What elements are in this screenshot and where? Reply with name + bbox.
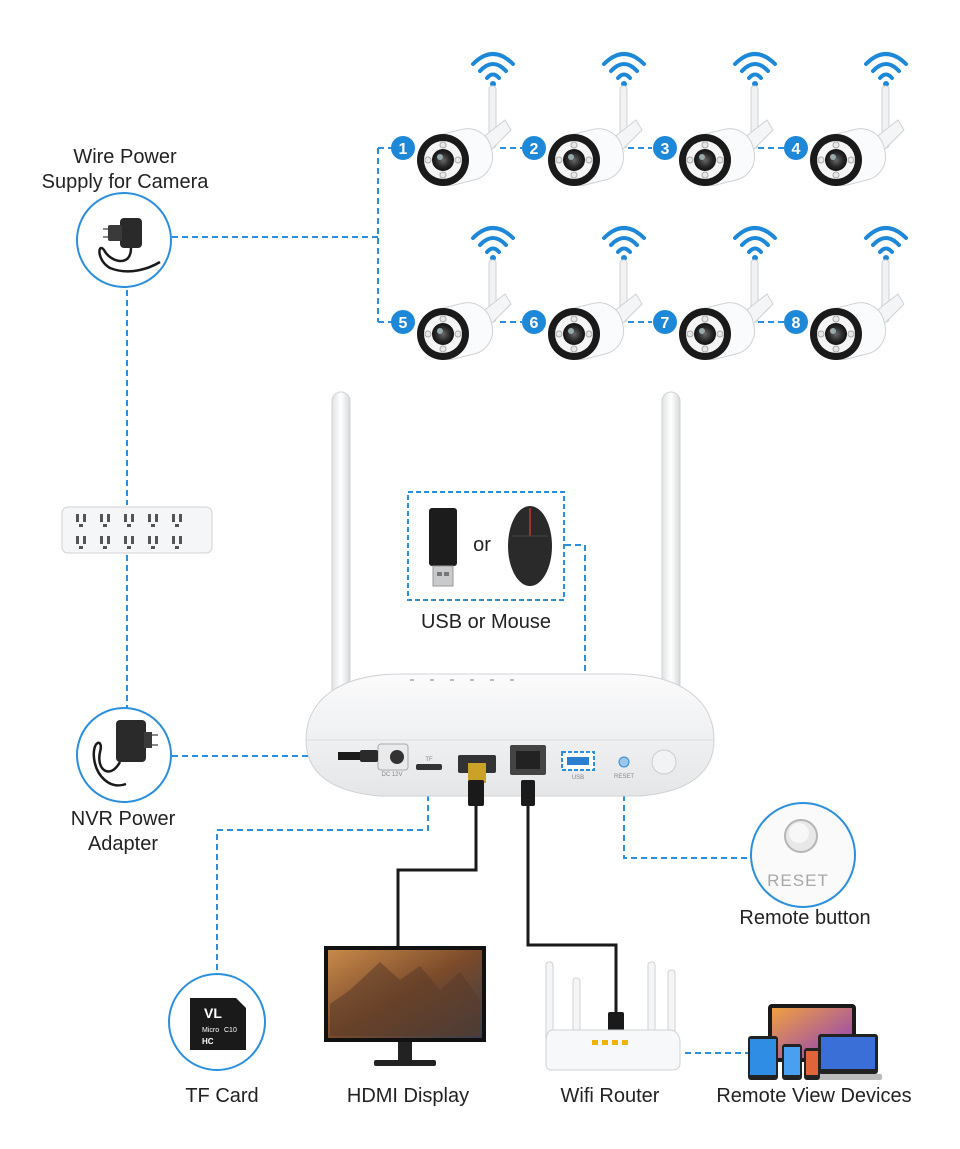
camera-7: 7 — [653, 226, 777, 360]
power-socket — [124, 514, 134, 527]
hdmi-port — [458, 755, 496, 783]
power-socket — [100, 536, 110, 549]
wire-power-label-line1: Wire Power — [73, 146, 177, 168]
remote-view-devices — [748, 1004, 882, 1080]
nvr-power-label-line2: Adapter — [87, 833, 159, 855]
usb-stick-icon — [429, 508, 457, 587]
camera-1: 1 — [391, 52, 515, 186]
wifi-icon — [471, 52, 515, 87]
power-socket — [172, 536, 182, 549]
tf-card-slot — [416, 764, 442, 770]
camera-number-badge: 7 — [653, 310, 677, 334]
camera-number: 4 — [792, 141, 801, 158]
camera-number: 2 — [530, 141, 539, 158]
camera-number: 1 — [399, 141, 408, 158]
camera-number-badge: 6 — [522, 310, 546, 334]
dashed-connections — [126, 147, 784, 1054]
cables — [396, 784, 618, 1022]
reset-line — [623, 775, 752, 859]
wifi-icon — [733, 52, 777, 87]
power-socket — [148, 536, 158, 549]
dc-power-port — [338, 743, 409, 771]
power-socket — [76, 514, 86, 527]
reset-text: RESET — [767, 871, 829, 890]
tf-card-label: TF Card — [185, 1085, 259, 1107]
wifi-icon — [602, 52, 646, 87]
reset-hole — [618, 756, 630, 768]
wifi-router-label: Wifi Router — [560, 1085, 660, 1107]
power-socket — [172, 514, 182, 527]
tf-card-line — [216, 775, 429, 975]
wifi-icon — [733, 226, 777, 261]
usb-line — [565, 544, 586, 752]
nvr-power-adapter-circle — [76, 707, 172, 803]
hdmi-cable — [396, 784, 478, 950]
power-plug-icon — [98, 218, 161, 273]
reset-port-label: RESET — [614, 774, 634, 780]
camera-number: 8 — [792, 315, 801, 332]
camera-2: 2 — [522, 52, 646, 186]
ethernet-cable — [526, 784, 618, 1022]
camera-8: 8 — [784, 226, 908, 360]
wifi-icon — [602, 226, 646, 261]
camera-6: 6 — [522, 226, 646, 360]
usb-port-label: USB — [572, 775, 584, 781]
tf-port-label: TF — [425, 757, 433, 763]
remote-button-circle — [750, 802, 856, 908]
nvr-recorder — [305, 673, 715, 797]
camera-number-badge: 3 — [653, 136, 677, 160]
wire-power-label-line2: Supply for Camera — [41, 171, 209, 193]
power-strip — [61, 506, 213, 554]
hdmi-monitor — [324, 946, 486, 1066]
wifi-icon — [864, 52, 908, 87]
tf-card-circle — [168, 973, 266, 1071]
camera-number-badge: 4 — [784, 136, 808, 160]
wifi-router — [545, 961, 681, 1071]
camera-number-badge: 5 — [391, 310, 415, 334]
camera-number-badge: 1 — [391, 136, 415, 160]
nvr-power-label: NVR Power Adapter — [48, 807, 198, 857]
dc-port-label: DC 12V — [381, 772, 402, 778]
power-socket — [76, 536, 86, 549]
mouse-icon — [508, 506, 552, 586]
nvr-antennas — [331, 391, 681, 723]
wire-power-supply-circle — [76, 192, 172, 288]
tf-card-brand: VL — [204, 1005, 222, 1021]
remote-view-devices-label: Remote View Devices — [716, 1085, 912, 1107]
hdmi-display-label: HDMI Display — [346, 1085, 470, 1107]
camera-3: 3 — [653, 52, 777, 186]
camera-number: 6 — [530, 315, 539, 332]
camera-number-badge: 8 — [784, 310, 808, 334]
power-socket — [148, 514, 158, 527]
tf-card-class: C10 — [224, 1027, 237, 1034]
lan-port — [510, 745, 546, 775]
power-adapter-icon — [92, 720, 158, 787]
wire-power-label: Wire Power Supply for Camera — [30, 145, 220, 195]
camera-number: 3 — [661, 141, 670, 158]
or-label: or — [473, 534, 491, 556]
camera-grid: 1 2 3 4 5 6 7 8 — [391, 52, 908, 360]
camera-number: 5 — [399, 315, 408, 332]
wifi-icon — [864, 226, 908, 261]
usb-or-mouse-box — [407, 491, 565, 601]
usb-port — [561, 751, 595, 771]
tf-card-hc: HC — [202, 1037, 214, 1046]
tf-card-sub: Micro — [202, 1027, 219, 1034]
remote-button-label: Remote button — [739, 907, 871, 929]
camera-number-badge: 2 — [522, 136, 546, 160]
usb-or-mouse-label: USB or Mouse — [420, 611, 552, 633]
camera-5: 5 — [391, 226, 515, 360]
wifi-icon — [471, 226, 515, 261]
power-socket — [124, 536, 134, 549]
camera-number: 7 — [661, 315, 670, 332]
camera-4: 4 — [784, 52, 908, 186]
nvr-power-label-line1: NVR Power — [70, 808, 176, 830]
power-socket — [100, 514, 110, 527]
